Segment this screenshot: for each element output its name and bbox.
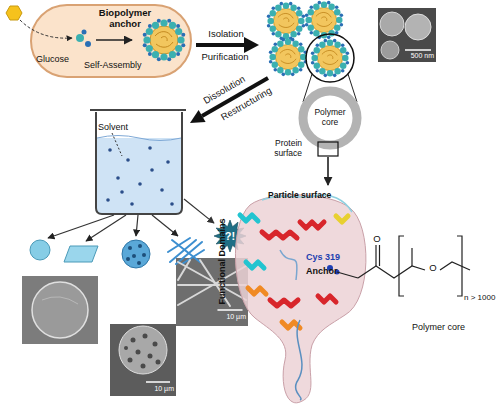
protein-structure [235, 195, 365, 403]
isolated-particle [269, 38, 307, 76]
isolation-arrow [196, 37, 259, 53]
phb-structure [337, 236, 470, 296]
core-label: Polymer core [308, 107, 352, 127]
isolated-particle [267, 2, 305, 40]
zoom-circle [306, 34, 354, 82]
cell-particle [143, 19, 186, 62]
part-label: Polymer core [412, 322, 484, 333]
scale-label: 10 µm [140, 385, 174, 393]
isolated-particle [305, 1, 343, 39]
scale-label: 500 nm [400, 52, 434, 60]
protein-shell-ring [303, 91, 357, 145]
sphere-product [30, 240, 50, 260]
product-arrows [48, 215, 178, 241]
repeat-count: n > 1000 [464, 292, 500, 303]
residue-label: Anchor [306, 266, 356, 277]
sem-hollow-sphere [22, 276, 98, 344]
polymer-core-circle: Polymer core [298, 86, 362, 150]
zoom-square [318, 142, 338, 156]
zoom-arrow [327, 157, 329, 185]
porous-sphere-product [122, 240, 150, 268]
isolated-particle [311, 39, 349, 77]
film-product [64, 246, 98, 262]
atom-label: O [371, 233, 383, 244]
process-label: Self-Assembly [84, 60, 150, 71]
connector-arrow [184, 199, 214, 223]
part-label: Protein surface [254, 138, 302, 158]
atom-label: O [427, 262, 439, 273]
residue-label: Cys 319 [306, 252, 356, 263]
part-label: Particle surface [268, 190, 348, 201]
assembly-arrow [96, 39, 132, 41]
substrate-label: Glucose [36, 54, 82, 65]
step-label: Isolation [198, 28, 254, 39]
step-label: Purification [194, 51, 256, 62]
beaker [90, 110, 186, 214]
solvent-label: Solvent [98, 122, 148, 133]
part-label: Functional Domains [217, 217, 228, 307]
anchor-label: Biopolymer anchor [88, 7, 162, 29]
scale-label: 10 µm [212, 313, 246, 321]
glucose-hexagon [6, 6, 22, 20]
